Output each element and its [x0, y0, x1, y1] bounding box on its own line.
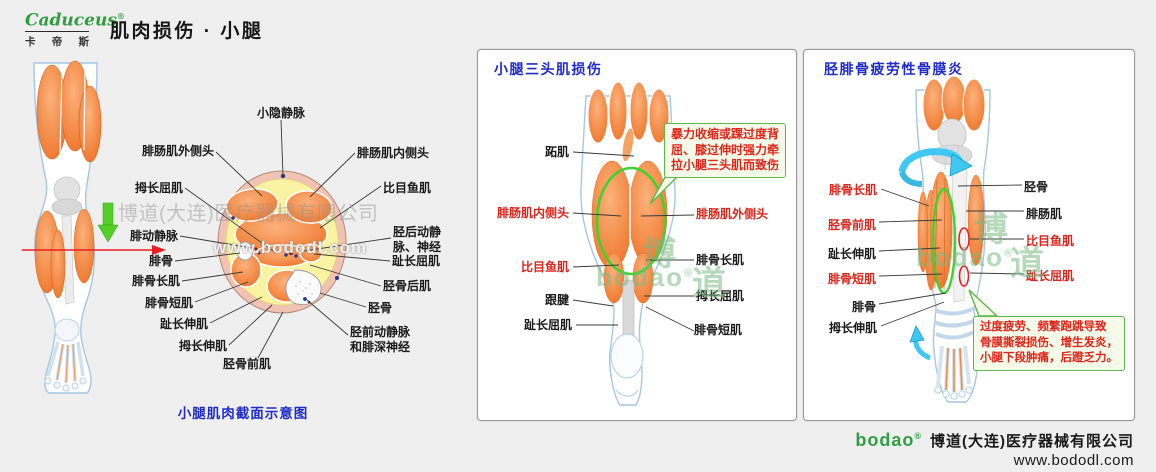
watermark-company: 博道(大连)医疗器械有限公司 — [118, 203, 379, 225]
cyan-foot-arrow — [909, 325, 932, 361]
label-gastrocnemius-lateral-head: 腓肠肌外侧头 — [696, 207, 769, 221]
label-tibialis-posterior: 胫骨后肌 — [383, 279, 432, 293]
label-extensor-digitorum-longus: 趾长伸肌 — [827, 247, 876, 261]
label-soleus: 比目鱼肌 — [1026, 234, 1075, 248]
panel-triceps-surae-injury: 小腿三头肌损伤 暴力收缩或踝过度背 屈、膝过伸时强力牵 拉小腿三头肌而致伤 跖肌… — [477, 49, 797, 421]
cyan-rotation-arrow — [898, 148, 973, 187]
label-anterior-tibial-vessels-deep-peroneal-nerve: 胫前动静脉 和腓深神经 — [350, 325, 411, 354]
leader-lines — [174, 119, 392, 359]
panel1-title: 小腿三头肌损伤 — [494, 61, 603, 77]
label-gastrocnemius-lateral-head: 腓肠肌外侧头 — [141, 144, 214, 158]
label-fibular-vessels: 腓动静脉 — [129, 229, 178, 243]
footer-website: www.bododl.com — [1013, 452, 1134, 469]
caduceus-logo-script: Caduceus® — [25, 10, 125, 31]
label-tibialis-anterior: 胫骨前肌 — [223, 357, 272, 371]
label-tibia: 胫骨 — [1024, 180, 1049, 194]
leg-illustration — [33, 60, 102, 394]
label-flexor-digitorum-longus: 趾长屈肌 — [392, 254, 441, 268]
watermark-bodao: bodao® — [596, 262, 695, 292]
panel2-leg-art — [878, 75, 1025, 403]
label-flexor-digitorum-longus: 趾长屈肌 — [523, 318, 572, 332]
cross-section-caption: 小腿肌肉截面示意图 — [177, 406, 309, 421]
red-ellipse-lower — [958, 265, 970, 287]
label-peroneus-brevis: 腓骨短肌 — [827, 272, 876, 286]
label-plantaris: 跖肌 — [544, 145, 569, 159]
panel2-title: 胫腓骨疲劳性骨膜炎 — [824, 61, 964, 77]
panel1-callout: 暴力收缩或踝过度背 屈、膝过伸时强力牵 拉小腿三头肌而致伤 — [664, 123, 787, 178]
label-achilles-tendon: 跟腱 — [544, 293, 569, 307]
label-posterior-tibial-vessels-nerve: 胫后动静 脉、神经 — [393, 225, 442, 254]
label-flexor-digitorum-longus: 趾长屈肌 — [1026, 269, 1075, 283]
panel2-callout: 过度疲劳、频繁跑跳导致 骨膜撕裂损伤、增生发炎， 小腿下段肿痛，后蹬乏力。 — [973, 316, 1125, 371]
footer-company-name: 博道(大连)医疗器械有限公司 — [930, 433, 1134, 450]
watermark-dao: 道 — [1010, 245, 1044, 283]
panel-stress-periostitis: 胫腓骨疲劳性骨膜炎 过度疲劳、频繁跑跳导致 骨膜撕裂损伤、增生发炎， 小腿下段肿… — [803, 49, 1135, 421]
label-tibialis-anterior: 胫骨前肌 — [827, 218, 876, 232]
caduceus-logo-chinese: 卡帝斯 — [25, 30, 89, 49]
label-small-saphenous-vein: 小隐静脉 — [257, 106, 306, 120]
label-extensor-digitorum-longus: 趾长伸肌 — [159, 317, 208, 331]
label-peroneus-brevis: 腓骨短肌 — [144, 296, 193, 310]
label-soleus: 比目鱼肌 — [383, 181, 432, 195]
watermark-bo: 博 — [974, 211, 1008, 249]
leader-lines — [572, 151, 695, 332]
label-soleus: 比目鱼肌 — [520, 260, 569, 274]
panel1-leg-art — [572, 81, 695, 406]
watermark-dao: 道 — [692, 265, 726, 303]
label-peroneus-longus: 腓骨长肌 — [696, 253, 745, 267]
ankle-wraps — [933, 306, 977, 340]
label-peroneus-longus: 腓骨长肌 — [131, 274, 180, 288]
label-gastrocnemius: 腓肠肌 — [1026, 207, 1063, 221]
red-section-arrow — [22, 245, 166, 255]
watermark-bo: 博 — [642, 235, 676, 273]
label-fibula: 腓骨 — [148, 254, 173, 268]
page-title: 肌肉损伤 · 小腿 — [110, 21, 264, 42]
cross-section-diagram: 小隐静脉 腓肠肌外侧头 腓肠肌内侧头 拇长屈肌 比目鱼肌 腓动静脉 胫后动静 脉… — [0, 50, 470, 430]
footer: bodao® 博道(大连)医疗器械有限公司 www.bododl.com — [855, 430, 1134, 469]
label-gastrocnemius-medial-head: 腓肠肌内侧头 — [496, 206, 569, 220]
bodao-logo: bodao® — [855, 430, 922, 450]
vessel-dots — [231, 173, 339, 304]
label-fibula: 腓骨 — [851, 300, 876, 314]
leg-and-cross-section-art — [22, 60, 392, 394]
plantaris-muscle — [621, 127, 635, 163]
label-peroneus-longus: 腓骨长肌 — [828, 183, 877, 197]
registered-mark: ® — [116, 11, 125, 21]
watermark-site: www.bododl.com — [213, 238, 368, 257]
label-flexor-hallucis-longus: 拇长屈肌 — [696, 289, 745, 303]
green-ellipse-highlight — [595, 166, 667, 276]
label-gastrocnemius-medial-head: 腓肠肌内侧头 — [357, 146, 430, 160]
green-down-arrow — [97, 202, 119, 243]
label-flexor-hallucis-longus: 拇长屈肌 — [134, 181, 183, 195]
cross-section-illustration — [217, 170, 347, 314]
caduceus-logo: Caduceus® 卡帝斯 — [25, 7, 125, 49]
watermark-bodao: bodao® — [916, 242, 1015, 272]
label-tibia: 胫骨 — [368, 301, 393, 315]
leader-lines — [878, 184, 1025, 327]
label-peroneus-brevis: 腓骨短肌 — [694, 323, 743, 337]
red-ellipse-upper — [958, 227, 970, 251]
label-extensor-hallucis-longus: 拇长伸肌 — [178, 339, 227, 353]
label-extensor-hallucis-longus: 拇长伸肌 — [828, 321, 877, 335]
